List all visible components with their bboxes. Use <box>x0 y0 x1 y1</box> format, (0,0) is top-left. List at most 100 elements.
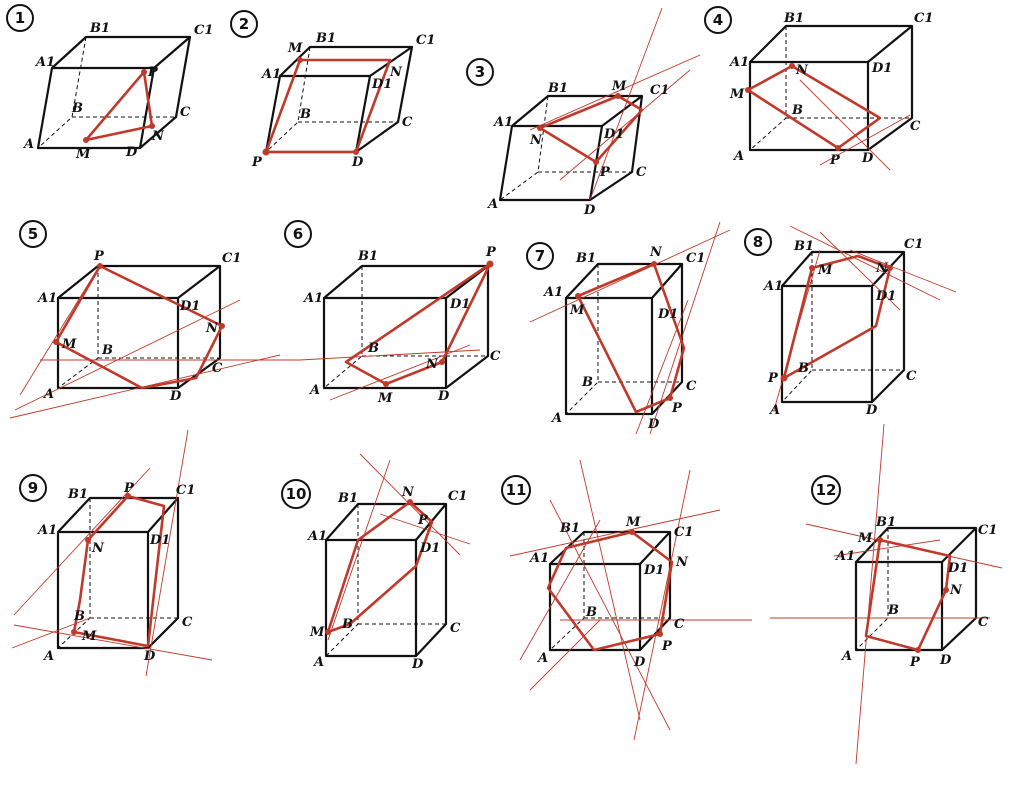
section-polygon <box>538 94 644 164</box>
vertex-label: N <box>529 133 543 148</box>
vertex-label: C1 <box>904 237 923 252</box>
vertex-label: A <box>42 387 54 402</box>
vertex-label: P <box>251 155 263 170</box>
vertex-label: C <box>910 119 921 134</box>
vertex-label: C <box>450 621 461 636</box>
construction-line <box>833 539 941 557</box>
cube-right-face <box>355 46 414 153</box>
vertex-label: B1 <box>793 239 814 254</box>
vertex-label: M <box>611 79 627 94</box>
problem-number-badge <box>501 475 531 505</box>
point-n <box>789 63 795 69</box>
construction-line <box>299 349 481 361</box>
vertex-label: C <box>636 165 647 180</box>
vertex-label: M <box>569 303 585 318</box>
point-p <box>835 145 841 151</box>
point-m <box>615 93 621 99</box>
vertex-label: C <box>978 615 989 630</box>
vertex-label: A <box>840 649 852 664</box>
vertex-label: C <box>182 615 193 630</box>
vertex-label: A1 <box>302 291 323 306</box>
vertex-label: D1 <box>449 297 470 312</box>
vertex-label: D1 <box>149 533 170 548</box>
problem-3: 3 A A1 B1 C1 D1 C D M N P <box>466 7 701 218</box>
vertex-label: D <box>583 203 596 218</box>
point-p <box>486 260 494 268</box>
construction-line <box>14 299 241 411</box>
vertex-label: A <box>308 383 320 398</box>
cube-front-face <box>498 124 604 202</box>
problem-number-badge <box>744 228 772 256</box>
cube-right-face <box>651 264 684 415</box>
construction-line <box>819 114 911 166</box>
problem-number-badge <box>704 6 732 34</box>
vertex-label: B <box>73 609 85 624</box>
vertex-label: M <box>625 515 641 530</box>
vertex-label: A1 <box>528 551 549 566</box>
vertex-label: B1 <box>783 11 804 26</box>
point-n <box>85 537 91 543</box>
cube-right-face <box>139 36 192 149</box>
vertex-label: C1 <box>686 251 705 266</box>
problem-number-badge <box>19 474 47 502</box>
vertex-label: D <box>351 155 364 170</box>
vertex-label: A <box>312 655 324 670</box>
vertex-label: P <box>909 655 921 670</box>
vertex-label: N <box>675 555 689 570</box>
vertex-label: D1 <box>371 77 392 92</box>
vertex-label: P <box>485 245 497 260</box>
construction-line <box>327 459 391 641</box>
problem-10: 10 A A1 B1 C1 D1 B C D M N P <box>281 453 471 672</box>
point-n <box>219 323 225 329</box>
vertex-label: M <box>75 147 91 162</box>
cube-top-face <box>279 45 414 77</box>
vertex-label: A1 <box>492 115 513 130</box>
vertex-label: M <box>309 625 325 640</box>
vertex-label: B <box>367 341 379 356</box>
vertex-label: B1 <box>575 251 596 266</box>
vertex-label: N <box>425 357 439 372</box>
point-p <box>780 374 788 382</box>
construction-line <box>529 229 731 323</box>
vertex-label: C <box>490 349 501 364</box>
vertex-label: D1 <box>179 299 200 314</box>
construction-line <box>799 79 891 171</box>
vertex-label: P <box>767 371 779 386</box>
point-n <box>407 499 413 505</box>
vertex-label: D <box>411 657 424 672</box>
cube-top-face <box>511 94 644 127</box>
vertex-label: B1 <box>337 491 358 506</box>
vertex-label: C <box>674 617 685 632</box>
vertex-label: N <box>795 63 809 78</box>
point-m <box>71 629 77 635</box>
problem-number: 12 <box>816 481 837 499</box>
section-polygon <box>264 58 392 154</box>
vertex-label: D1 <box>657 307 678 322</box>
vertex-label: C <box>402 115 413 130</box>
vertex-label: D <box>939 653 952 668</box>
vertex-label: B1 <box>357 249 378 264</box>
vertex-label: M <box>81 629 97 644</box>
problem-4: 4 A A1 B1 C1 D1 B C D M N P <box>704 6 933 171</box>
problem-12: 12 A A1 B1 C1 D1 B C D M N P <box>770 423 1003 765</box>
construction-line <box>589 7 663 201</box>
vertex-label: A1 <box>260 67 281 82</box>
problem-number-badge <box>284 220 312 248</box>
cube-right-face <box>445 266 490 389</box>
vertex-label: C1 <box>650 83 669 98</box>
construction-line <box>633 469 691 741</box>
vertex-label: N <box>401 485 415 500</box>
point-m <box>877 537 883 543</box>
construction-line <box>13 467 151 616</box>
vertex-label: B1 <box>559 521 580 536</box>
vertex-label: M <box>857 531 873 546</box>
vertex-label: P <box>661 639 673 654</box>
problem-number: 2 <box>239 15 249 33</box>
problem-number: 1 <box>15 9 25 27</box>
point-n <box>439 359 445 365</box>
problem-8: 8 A A1 B1 C1 D1 B C D M N P <box>744 225 957 418</box>
point-m <box>297 57 303 63</box>
vertex-label: P <box>599 165 611 180</box>
point-p <box>593 159 599 165</box>
